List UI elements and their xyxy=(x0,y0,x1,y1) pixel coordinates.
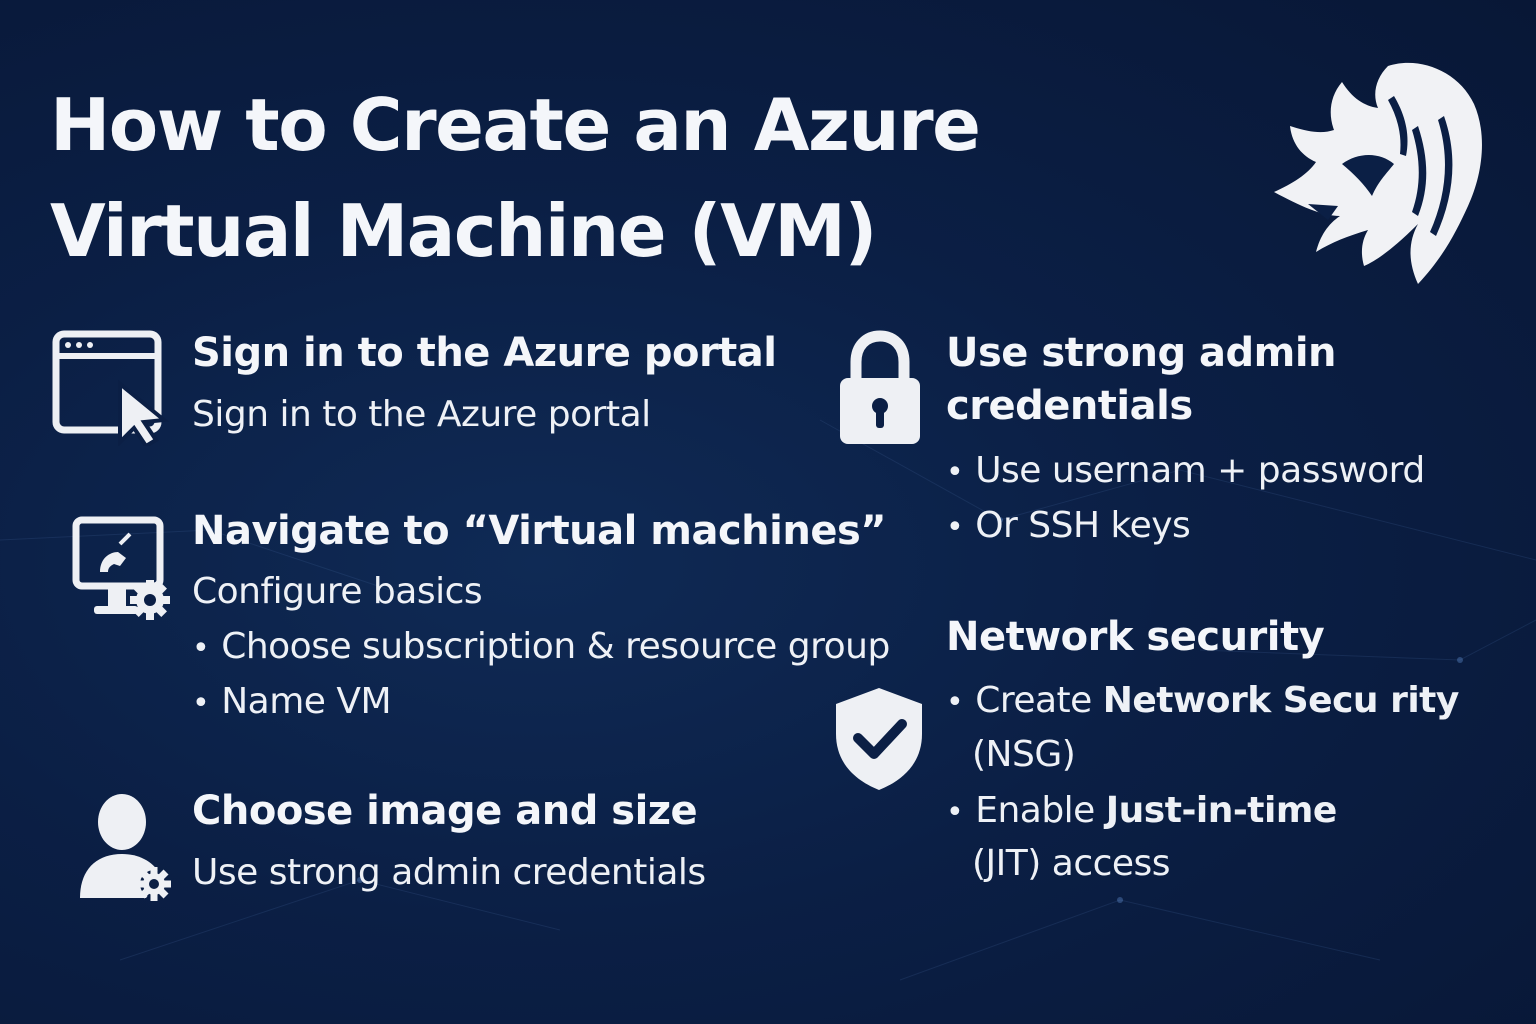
step2-text: Configure basics xyxy=(192,571,483,612)
step4-heading-line-1: Use strong admin xyxy=(946,330,1337,376)
monitor-gear-icon xyxy=(70,514,174,624)
browser-window-cursor-icon xyxy=(52,330,176,446)
step4-heading-line-2: credentials xyxy=(946,383,1193,429)
step5-bullet-1: Create Network Secu rity xyxy=(946,680,1459,721)
step2-bullet-1: Choose subscription & resource group xyxy=(192,626,890,667)
step5-bullet-1-continuation: (NSG) xyxy=(972,734,1076,775)
title-line-1: How to Create an Azure xyxy=(50,83,981,167)
user-gear-icon xyxy=(76,792,176,904)
step3-text: Use strong admin credentials xyxy=(192,852,706,893)
shield-check-icon xyxy=(834,686,924,792)
step1-heading: Sign in to the Azure portal xyxy=(192,330,777,376)
step4-bullet-1: Use usernam + password xyxy=(946,450,1425,491)
step2-bullet-2: Name VM xyxy=(192,681,391,722)
lion-head-icon xyxy=(1268,56,1488,288)
step5-bullet-2-continuation: (JIT) access xyxy=(972,843,1171,884)
step5-bullet-2: Enable Just-in-time xyxy=(946,790,1337,831)
step5-bullet-2-prefix: Enable xyxy=(975,790,1106,831)
step2-heading: Navigate to “Virtual machines” xyxy=(192,508,887,554)
page-title: How to Create an Azure Virtual Machine (… xyxy=(50,72,981,284)
step1-text: Sign in to the Azure portal xyxy=(192,394,651,435)
title-line-2: Virtual Machine (VM) xyxy=(50,189,877,273)
step3-heading: Choose image and size xyxy=(192,788,698,834)
step4-bullet-2: Or SSH keys xyxy=(946,505,1191,546)
step5-bullet-2-bold: Just-in-time xyxy=(1105,790,1338,831)
padlock-icon xyxy=(838,330,922,448)
step5-bullet-1-bold: Network Secu rity xyxy=(1102,680,1460,721)
step5-bullet-1-prefix: Create xyxy=(975,680,1103,721)
step5-heading: Network security xyxy=(946,614,1325,660)
